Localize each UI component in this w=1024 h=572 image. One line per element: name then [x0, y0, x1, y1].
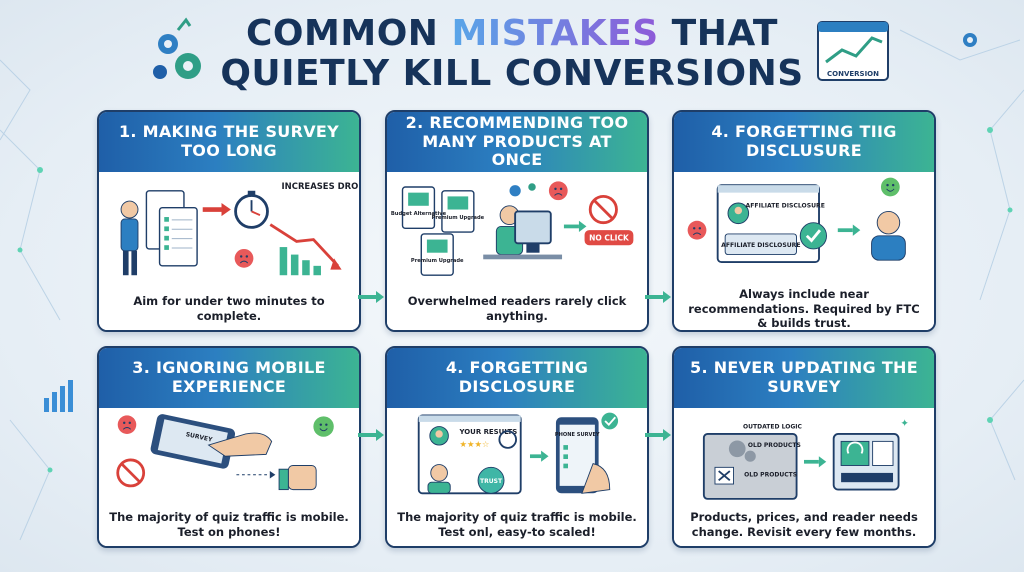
- declining-chart-icon: [269, 223, 342, 276]
- card-caption: Products, prices, and reader needs chang…: [674, 504, 934, 546]
- outdated-logic-label: OUTDATED LOGIC: [743, 423, 802, 430]
- card-heading: 1. MAKING THE SURVEY TOO LONG: [99, 112, 359, 172]
- arrow-right-icon: [358, 429, 384, 441]
- gears-icon: [153, 34, 201, 79]
- trust-seal-label: TRUST: [480, 478, 503, 485]
- happy-person-icon: [871, 210, 906, 261]
- conversion-chart-icon: [817, 21, 889, 81]
- check-icon: [601, 412, 619, 430]
- your-results-label: YOUR RESULTS: [459, 428, 518, 436]
- bar-chart-icon: [44, 380, 73, 412]
- disclosure-badge: [724, 233, 797, 256]
- updated-kiosk-icon: [832, 433, 900, 491]
- card-illustration: AFFILIATE DISCLOSURE AFFILIATE DISCLOSUR…: [674, 172, 934, 294]
- product-card-a-label: Budget Alternative: [391, 211, 447, 217]
- trust-seal-icon: [477, 466, 505, 494]
- card-caption: Aim for under two minutes to complete.: [99, 288, 359, 330]
- rating-stars-icon: ★★★☆: [460, 439, 490, 449]
- card-ignoring-mobile: 3. IGNORING MOBILE EXPERIENCE SURVEY The…: [97, 346, 361, 548]
- sparkle-icon: ✦: [900, 419, 909, 430]
- long-survey-icon: [145, 190, 198, 267]
- corner-badge-text: CONVERSION: [827, 70, 879, 78]
- card-heading: 3. IGNORING MOBILE EXPERIENCE: [99, 348, 359, 408]
- card-never-updating: 5. NEVER UPDATING THE SURVEY OUTDATED LO…: [672, 346, 936, 548]
- card-heading: 4. FORGETTING DISCLOSURE: [387, 348, 647, 408]
- thumbs-up-icon: [278, 465, 317, 491]
- arrow-right-icon: [645, 291, 671, 303]
- person-icon: [427, 464, 451, 494]
- verified-seal-icon: [799, 222, 827, 250]
- no-click-label: NO CLICK: [589, 234, 630, 243]
- card-illustration: INCREASES DROP-OFF: [99, 172, 359, 294]
- card-caption: The majority of quiz traffic is mobile. …: [387, 504, 647, 546]
- arrow-right-icon: [358, 291, 384, 303]
- card-heading: 5. NEVER UPDATING THE SURVEY: [674, 348, 934, 408]
- page-title-line-2: QUIETLY KILL CONVERSIONS: [220, 53, 804, 94]
- title-post: THAT: [658, 13, 778, 54]
- person-icon: [120, 200, 139, 276]
- drop-off-label: INCREASES DROP-OFF: [282, 181, 359, 191]
- no-click-icon: [588, 194, 618, 225]
- sad-face-icon: [234, 248, 254, 268]
- phone-survey-label: PHONE SURVEY: [555, 432, 600, 438]
- no-click-button: [584, 230, 634, 246]
- sad-face-icon: [548, 181, 568, 201]
- gear-icon: [509, 183, 536, 197]
- card-survey-too-long: 1. MAKING THE SURVEY TOO LONG INCREASES …: [97, 110, 361, 332]
- svg-text:✦: ✦: [900, 419, 909, 430]
- card-illustration: SURVEY: [99, 408, 359, 510]
- card-illustration: Budget Alternative Premium Upgrade Premi…: [387, 172, 647, 294]
- product-cards-icon: [401, 186, 475, 276]
- card-too-many-products: 2. RECOMMENDING TOO MANY PRODUCTS AT ONC…: [385, 110, 649, 332]
- product-card-b-label: Premium Upgrade: [432, 215, 485, 221]
- outdated-machine-icon: [702, 433, 798, 500]
- old-products-label-1: OLD PRODUCTS: [748, 442, 801, 449]
- card-caption: The majority of quiz traffic is mobile. …: [99, 504, 359, 546]
- card-caption: Overwhelmed readers rarely click anythin…: [387, 288, 647, 330]
- pointing-hand-icon: [207, 432, 273, 457]
- card-heading: 4. FORGETTING TIIG DISCLUSURE: [674, 112, 934, 172]
- phone-icon: [150, 414, 236, 469]
- card-illustration: YOUR RESULTS ★★★☆ TRUST PHONE SURVEY: [387, 408, 647, 510]
- arrow-right-icon: [645, 429, 671, 441]
- card-caption: Always include near recommendations. Req…: [674, 287, 934, 330]
- badge-disclosure-label: AFFILIATE DISCLOSURE: [721, 242, 800, 249]
- card-forgetting-disclosure-top: 4. FORGETTING TIIG DISCLUSURE AFFILIATE …: [672, 110, 936, 332]
- page-title-line-1: COMMON MISTAKES THAT: [0, 16, 1024, 52]
- card-heading: 2. RECOMMENDING TOO MANY PRODUCTS AT ONC…: [387, 112, 647, 172]
- title-highlight: MISTAKES: [451, 13, 659, 54]
- old-products-label-2: OLD PRODUCTS: [744, 472, 797, 479]
- svg-text:★★★☆: ★★★☆: [460, 439, 490, 449]
- no-entry-icon: [116, 458, 146, 488]
- person-at-computer-icon: [483, 205, 563, 260]
- stopwatch-icon: [234, 190, 269, 229]
- sad-face-icon: [117, 415, 137, 434]
- card-illustration: OUTDATED LOGIC OLD PRODUCTS OLD PRODUCTS…: [674, 408, 934, 510]
- title-pre: COMMON: [246, 13, 452, 54]
- happy-face-icon: [313, 416, 334, 437]
- card-forgetting-disclosure: 4. FORGETTING DISCLOSURE YOUR RESULTS ★★…: [385, 346, 649, 548]
- sad-face-icon: [687, 220, 707, 240]
- small-gear-icon: [963, 33, 977, 47]
- happy-face-icon: [880, 177, 900, 197]
- magnifier-icon: [498, 430, 517, 449]
- phone-in-hand-icon: [555, 417, 611, 494]
- window-disclosure-label: AFFILIATE DISCLOSURE: [746, 203, 825, 210]
- product-card-c-label: Premium Upgrade: [411, 258, 464, 264]
